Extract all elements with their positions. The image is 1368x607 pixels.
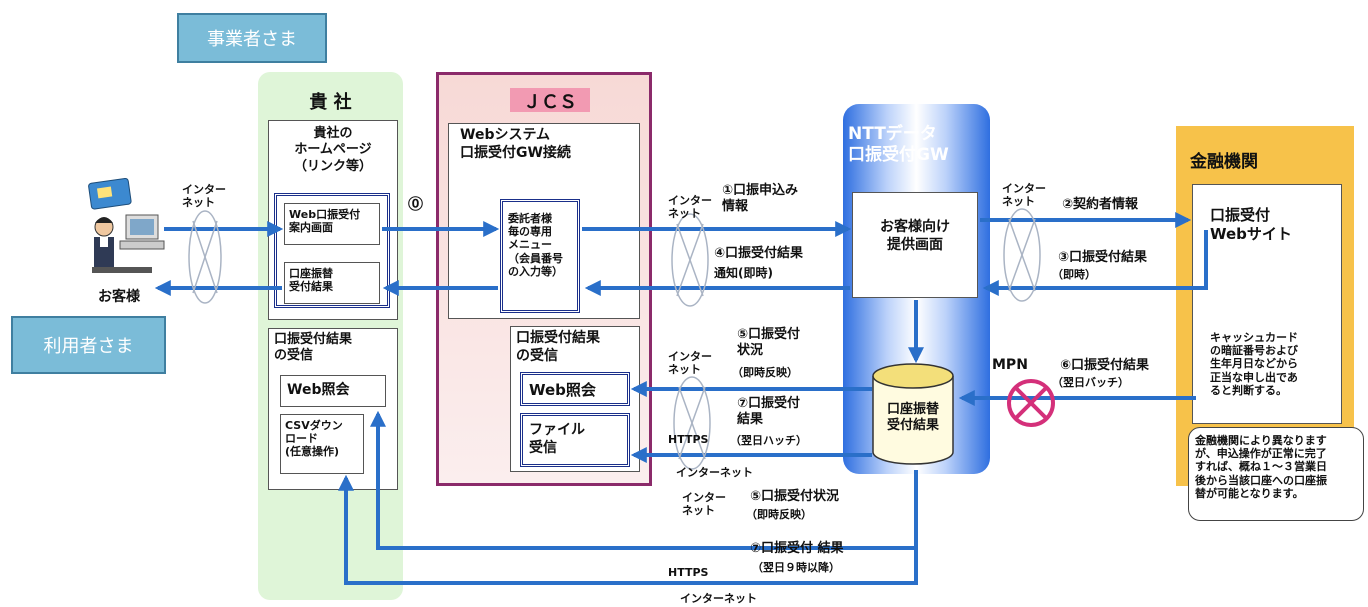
jcs-file-receive[interactable]: ファイル 受信 (520, 413, 630, 467)
ntt-db-label: 口座振替 受付結果 (886, 402, 939, 434)
business-tag: 事業者さま (177, 13, 327, 63)
label-internet-net-2: インターネット (680, 592, 757, 605)
internet-cloud-left (188, 210, 222, 304)
label-step0: ⓪ (408, 195, 424, 213)
label-step6-sub: （翌日バッチ） (1052, 376, 1129, 389)
mpn-network-icon (1007, 379, 1055, 427)
arrow-ntt-to-company-csv (338, 474, 918, 585)
label-internet-left: インター ネット (182, 183, 226, 210)
label-internet-5: インター ネット (668, 350, 712, 377)
arrow-bank-to-ntt (982, 230, 1208, 296)
label-step5b-sub: （即時反映） (746, 508, 812, 521)
company-header: 貴 社 (309, 92, 352, 113)
user-tag: 利用者さま (11, 316, 166, 374)
arrow-ntt-to-company-web (370, 410, 918, 550)
bank-header: 金融機関 (1190, 152, 1258, 172)
jcs-header: ＪＣＳ (510, 88, 590, 113)
bank-verify-note: キャッシュカード の暗証番号および 生年月日などから 正当な申し出であ ると判断… (1210, 331, 1298, 397)
label-step2: ②契約者情報 (1062, 197, 1139, 212)
business-tag-label: 事業者さま (207, 29, 297, 50)
label-https-1: HTTPS (668, 433, 709, 446)
label-step4: ④口振受付結果 (714, 246, 804, 261)
ntt-customer-screen: お客様向け 提供画面 (852, 192, 978, 298)
jcs-web-inquiry[interactable]: Web照会 (520, 372, 630, 406)
label-step7b: ⑦口振受付 結果 (750, 541, 844, 556)
label-internet-2: インター ネット (1002, 182, 1046, 209)
bank-website-box (1192, 184, 1342, 424)
label-step5: ⑤口振受付 状況 (737, 327, 801, 359)
label-step7-sub: （翌日ハッチ） (730, 434, 807, 447)
label-mpn: MPN (992, 357, 1028, 373)
company-receive-title: 口振受付結果 の受信 (274, 332, 353, 364)
label-internet-1: インター ネット (668, 194, 712, 221)
label-step5b: ⑤口振受付状況 (750, 489, 840, 504)
customer-pc-user-icon (88, 177, 165, 273)
internet-cloud-lower (673, 376, 711, 470)
label-step4-sub: 通知(即時) (714, 266, 773, 280)
customer-label: お客様 (98, 289, 140, 305)
jcs-web-system-label: Webシステム 口振受付GW接続 (460, 127, 571, 161)
internet-cloud-right (1003, 208, 1041, 302)
label-step1: ①口振申込み 情報 (722, 183, 799, 215)
label-internet-5b: インター ネット (682, 491, 726, 518)
jcs-member-menu[interactable]: 委託者様 毎の専用 メニュー （会員番号 の入力等） (500, 199, 580, 313)
label-internet-net-1: インターネット (676, 466, 753, 479)
label-step3: ③口振受付結果 (1058, 250, 1148, 265)
user-tag-label: 利用者さま (43, 336, 134, 357)
ntt-result-database-icon (872, 363, 954, 465)
result-screen: 口座振替 受付結果 (284, 262, 380, 304)
company-web-inquiry: Web照会 (280, 375, 386, 407)
guide-screen: Web口振受付 案内画面 (284, 203, 380, 245)
company-homepage-label: 貴社の ホームページ （リンク等） (293, 126, 372, 174)
label-step5-sub: （即時反映） (732, 366, 798, 379)
label-step6: ⑥口振受付結果 (1060, 358, 1150, 373)
company-csv-download: CSVダウン ロード (任意操作) (280, 414, 364, 474)
ntt-header: NTTデータ 口振受付GW (848, 124, 949, 166)
bank-completion-note: 金融機関により異なります が、申込操作が正常に完了 すれば、概ね１～３営業日 後… (1188, 427, 1364, 521)
internet-cloud-mid (671, 213, 709, 307)
bank-website-label: 口振受付 Webサイト (1210, 206, 1292, 243)
jcs-receive-title: 口振受付結果 の受信 (516, 330, 600, 364)
label-step7: ⑦口振受付 結果 (737, 396, 801, 428)
label-https-2: HTTPS (668, 566, 709, 579)
label-step7b-sub: （翌日９時以降） (752, 561, 840, 574)
label-step3-sub: （即時） (1052, 268, 1096, 281)
